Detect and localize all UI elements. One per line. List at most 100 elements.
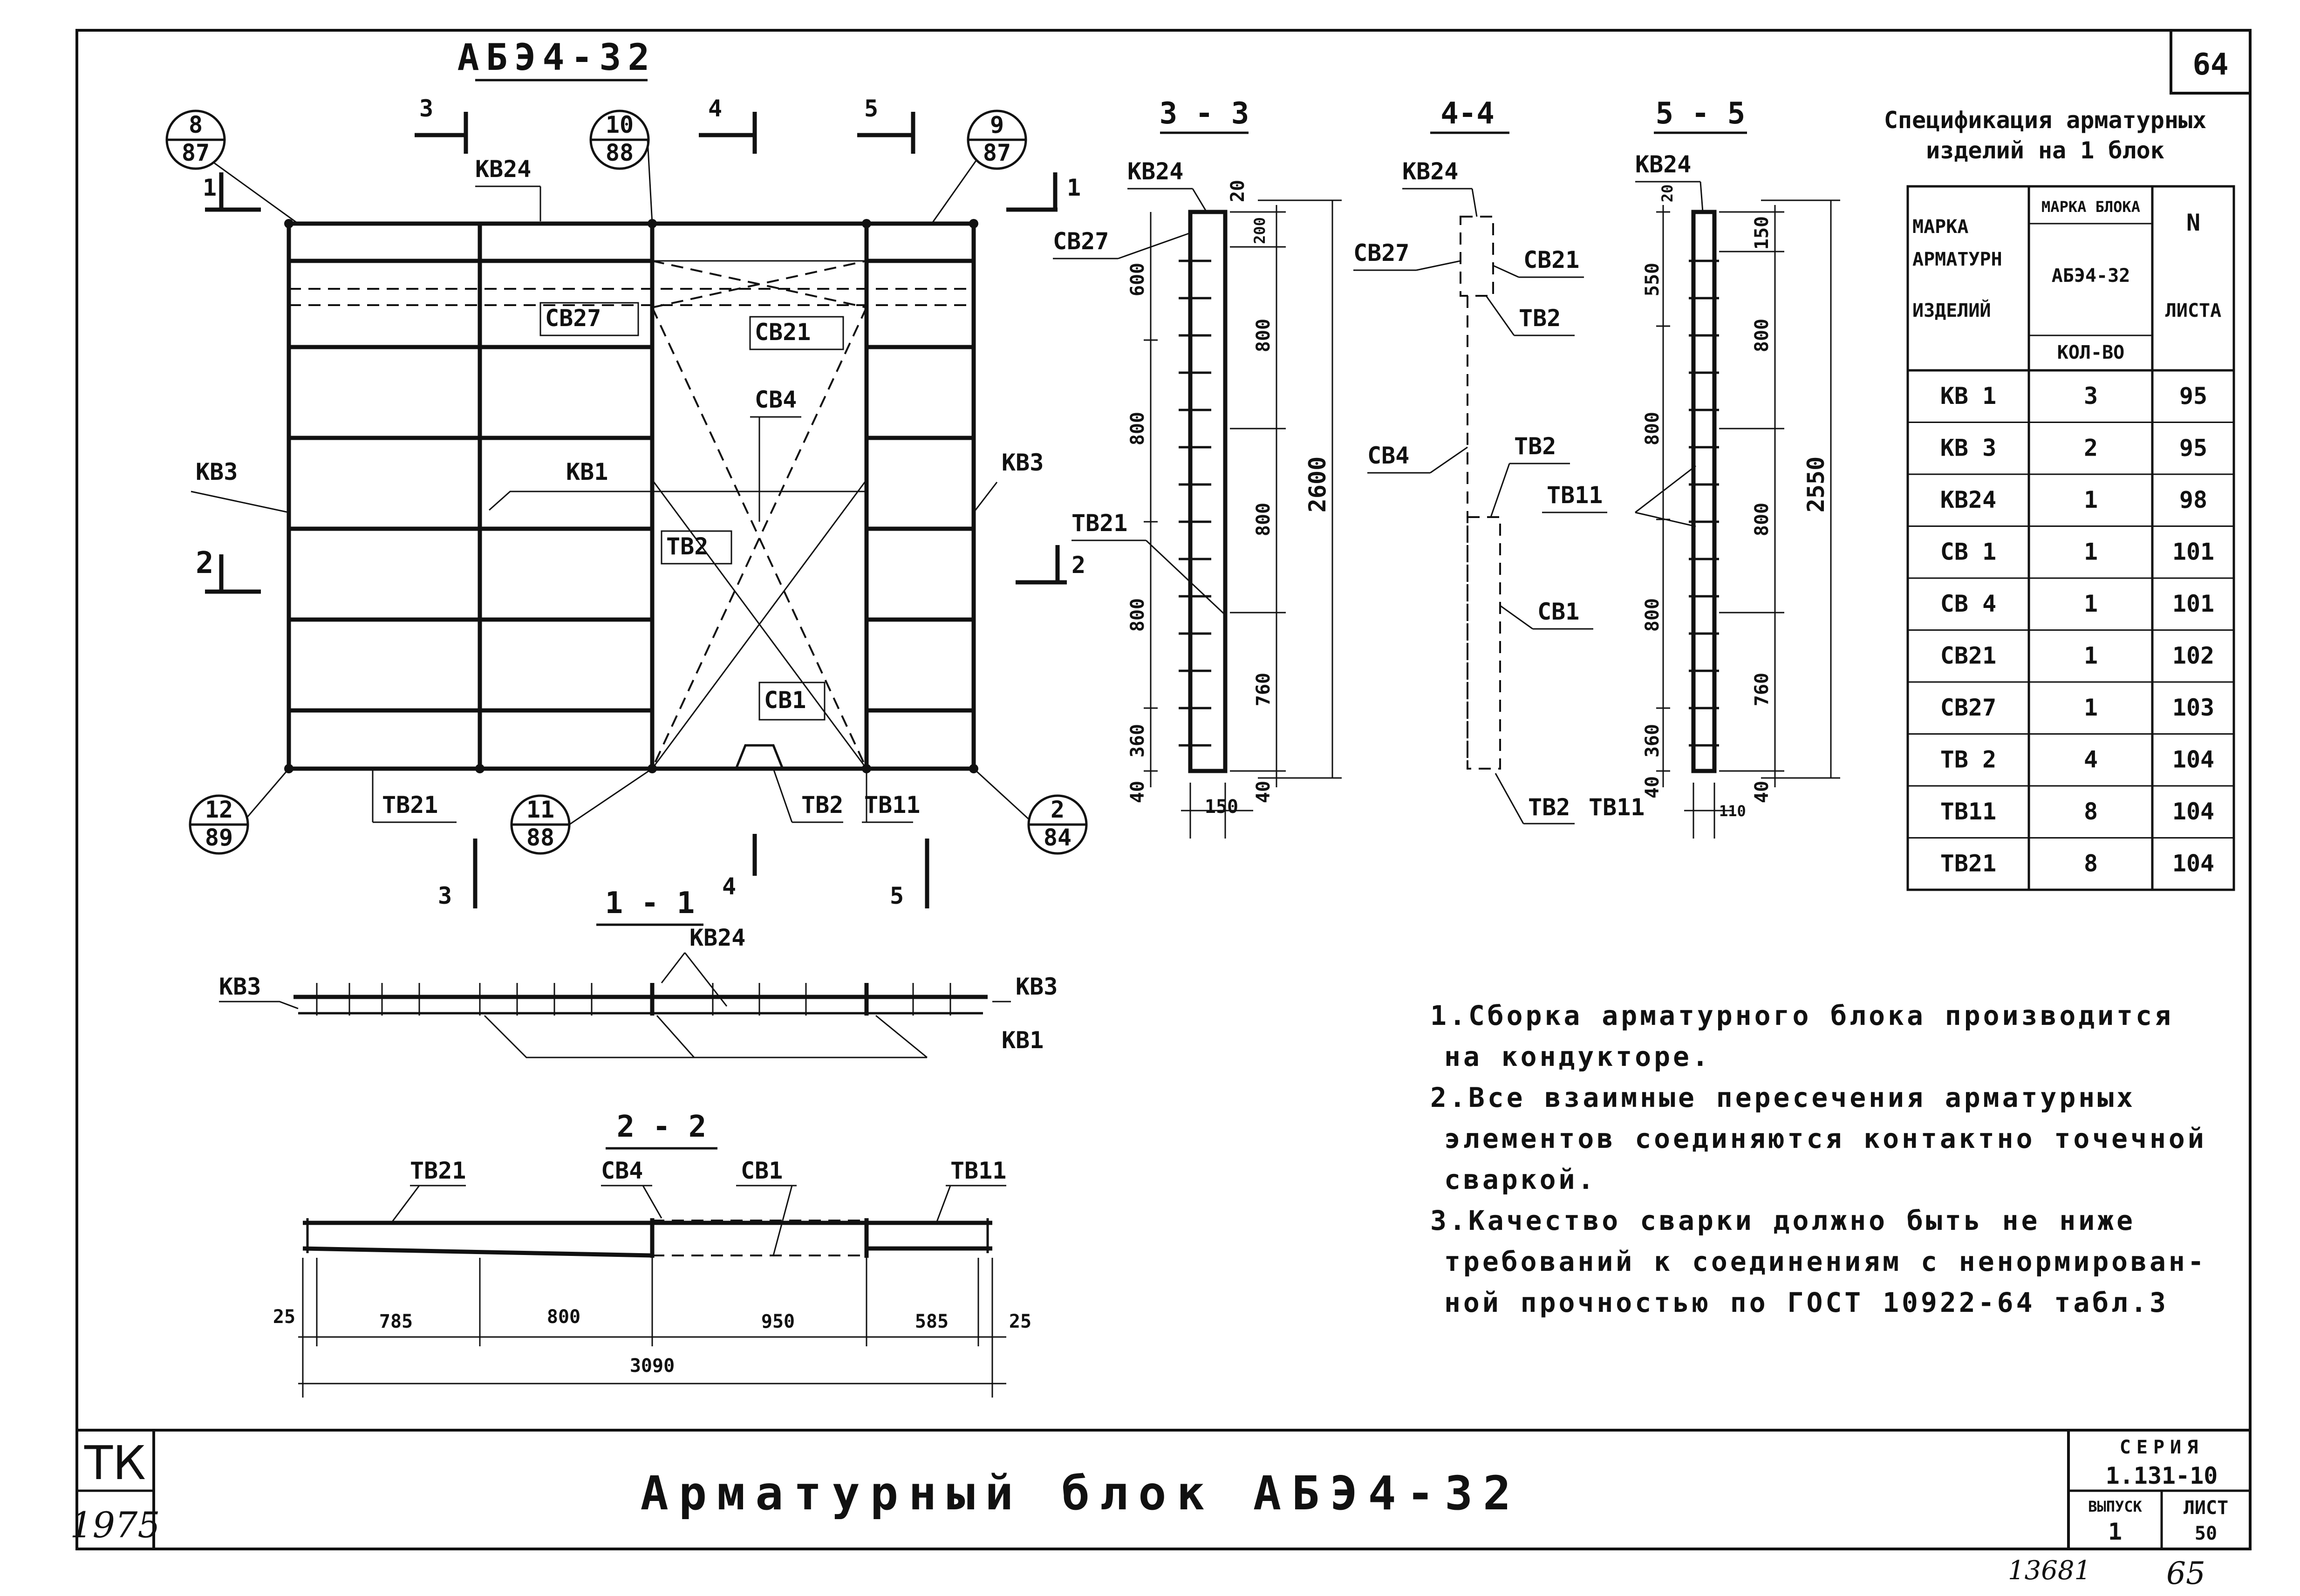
- elevation-view: АБЭ4-32: [165, 37, 1088, 909]
- svg-text:ТВ11: ТВ11: [950, 1157, 1006, 1184]
- svg-text:10: 10: [606, 111, 634, 138]
- spec-cell-mark: СВ27: [1940, 694, 1996, 721]
- svg-text:950: 950: [761, 1311, 795, 1332]
- svg-text:СВ1: СВ1: [764, 687, 806, 714]
- svg-text:800: 800: [1127, 412, 1148, 445]
- svg-text:КВ3: КВ3: [1002, 449, 1044, 476]
- svg-text:760: 760: [1751, 673, 1773, 706]
- svg-text:КВ1: КВ1: [566, 458, 608, 485]
- svg-text:СВ21: СВ21: [755, 319, 811, 346]
- svg-text:ТВ11: ТВ11: [1547, 482, 1603, 509]
- svg-text:СВ21: СВ21: [1523, 246, 1579, 273]
- series-label: СЕРИЯ: [2120, 1437, 2204, 1458]
- svg-text:2: 2: [196, 546, 214, 580]
- svg-text:4: 4: [708, 95, 722, 122]
- svg-text:4: 4: [722, 873, 736, 900]
- svg-text:87: 87: [182, 139, 210, 166]
- note-line: 3.Качество сварки должно быть не ниже: [1430, 1205, 2136, 1236]
- note-line: ной прочностью по ГОСТ 10922-64 табл.3: [1444, 1287, 2169, 1318]
- svg-text:200: 200: [1251, 217, 1269, 244]
- svg-text:2600: 2600: [1304, 457, 1331, 512]
- spec-cell-sheet: 104: [2172, 798, 2214, 825]
- section-4-4-title: 4-4: [1440, 96, 1495, 131]
- spec-cell-mark: СВ 4: [1940, 590, 1996, 617]
- cb4-diagonals: [651, 307, 867, 769]
- spec-cell-mark: ТВ11: [1940, 798, 1996, 825]
- svg-text:КВ24: КВ24: [689, 924, 745, 951]
- note-line: 1.Сборка арматурного блока производится: [1430, 1000, 2174, 1031]
- spec-cell-qty: 8: [2084, 798, 2098, 825]
- note-line: требований к соединениям с ненормирован-: [1444, 1246, 2207, 1277]
- svg-text:5: 5: [890, 882, 904, 909]
- svg-text:3090: 3090: [630, 1355, 675, 1377]
- svg-text:88: 88: [526, 824, 554, 851]
- svg-text:АБЭ4-32: АБЭ4-32: [2052, 265, 2130, 286]
- svg-text:ТВ21: ТВ21: [382, 791, 438, 818]
- svg-text:25: 25: [1009, 1311, 1031, 1332]
- svg-text:3: 3: [438, 882, 452, 909]
- svg-text:КВ3: КВ3: [1016, 973, 1058, 1000]
- spec-cell-sheet: 101: [2172, 590, 2214, 617]
- svg-text:800: 800: [1642, 598, 1663, 632]
- svg-text:КВ3: КВ3: [196, 458, 238, 485]
- spec-cell-qty: 1: [2084, 694, 2098, 721]
- notes: 1.Сборка арматурного блока производится н…: [1430, 1000, 2207, 1318]
- svg-text:40: 40: [1751, 781, 1773, 803]
- callout-8-87: 8 87: [165, 109, 299, 225]
- svg-text:1: 1: [1067, 174, 1081, 201]
- note-line: 2.Все взаимные пересечения арматурных: [1430, 1082, 2136, 1113]
- svg-text:КВ24: КВ24: [1402, 158, 1458, 185]
- spec-cell-sheet: 95: [2179, 382, 2207, 409]
- svg-text:11: 11: [526, 796, 554, 823]
- svg-text:40: 40: [1642, 776, 1663, 798]
- svg-text:СВ27: СВ27: [545, 305, 601, 332]
- section-3-3-dims-left: 600 800 800 360 40: [1127, 263, 1158, 803]
- svg-text:ТВ11: ТВ11: [1589, 794, 1645, 821]
- issue-value: 1: [2108, 1518, 2122, 1545]
- series-value: 1.131-10: [2106, 1462, 2218, 1489]
- svg-text:КВ1: КВ1: [1002, 1027, 1044, 1054]
- callout-11-88: 11 88: [510, 768, 653, 855]
- spec-cell-mark: ТВ21: [1940, 850, 1996, 877]
- callout-10-88: 10 88: [589, 109, 653, 224]
- svg-text:СВ27: СВ27: [1053, 228, 1109, 255]
- section-3-3: 3 - 3 КВ24 СВ27 ТВ21: [1053, 96, 1342, 839]
- svg-text:СВ1: СВ1: [1537, 598, 1579, 625]
- svg-text:СВ1: СВ1: [741, 1157, 783, 1184]
- spec-cell-sheet: 95: [2179, 435, 2207, 462]
- spec-cell-qty: 2: [2084, 435, 2098, 462]
- section-5-5: 5 - 5 КВ24 20 55: [1635, 96, 1840, 839]
- svg-text:5: 5: [864, 95, 878, 122]
- svg-text:20: 20: [1227, 180, 1249, 202]
- svg-text:ТВ21: ТВ21: [410, 1157, 466, 1184]
- cb27-dashed: [289, 260, 974, 308]
- spec-title-2: изделий на 1 блок: [1926, 137, 2164, 164]
- section-2-2-posts: [306, 1218, 989, 1258]
- svg-text:СВ4: СВ4: [601, 1157, 643, 1184]
- sheet-frame: 64: [75, 29, 2252, 1550]
- section-3-3-dims-right: 20 200 800 800 760 40: [1227, 180, 1286, 803]
- svg-text:КОЛ-ВО: КОЛ-ВО: [2057, 342, 2125, 363]
- spec-cell-mark: СВ 1: [1940, 539, 1996, 566]
- handwritten-page-number: 65: [2166, 1555, 2205, 1591]
- note-line: сваркой.: [1444, 1164, 1597, 1195]
- svg-text:800: 800: [547, 1306, 580, 1328]
- spec-cell-sheet: 104: [2172, 850, 2214, 877]
- svg-text:9: 9: [990, 111, 1004, 138]
- tk-label: ТК: [84, 1436, 146, 1490]
- svg-text:360: 360: [1127, 724, 1148, 757]
- sheet-value: 50: [2195, 1523, 2217, 1544]
- section-3-3-ticks: [1179, 259, 1211, 747]
- spec-cell-qty: 1: [2084, 539, 2098, 566]
- svg-text:800: 800: [1127, 598, 1148, 632]
- section-1-1-title: 1 - 1: [605, 886, 695, 921]
- spec-table: Спецификация арматурных изделий на 1 бло…: [1884, 107, 2235, 891]
- svg-text:КВ24: КВ24: [1127, 158, 1183, 185]
- svg-text:ТВ21: ТВ21: [1072, 510, 1127, 537]
- title-block: ТК 1975 Арматурный блок АБЭ4-32 СЕРИЯ 1.…: [70, 1429, 2250, 1549]
- svg-text:110: 110: [1719, 802, 1746, 820]
- callout-2-84: 2 84: [973, 768, 1088, 855]
- svg-text:25: 25: [273, 1306, 295, 1328]
